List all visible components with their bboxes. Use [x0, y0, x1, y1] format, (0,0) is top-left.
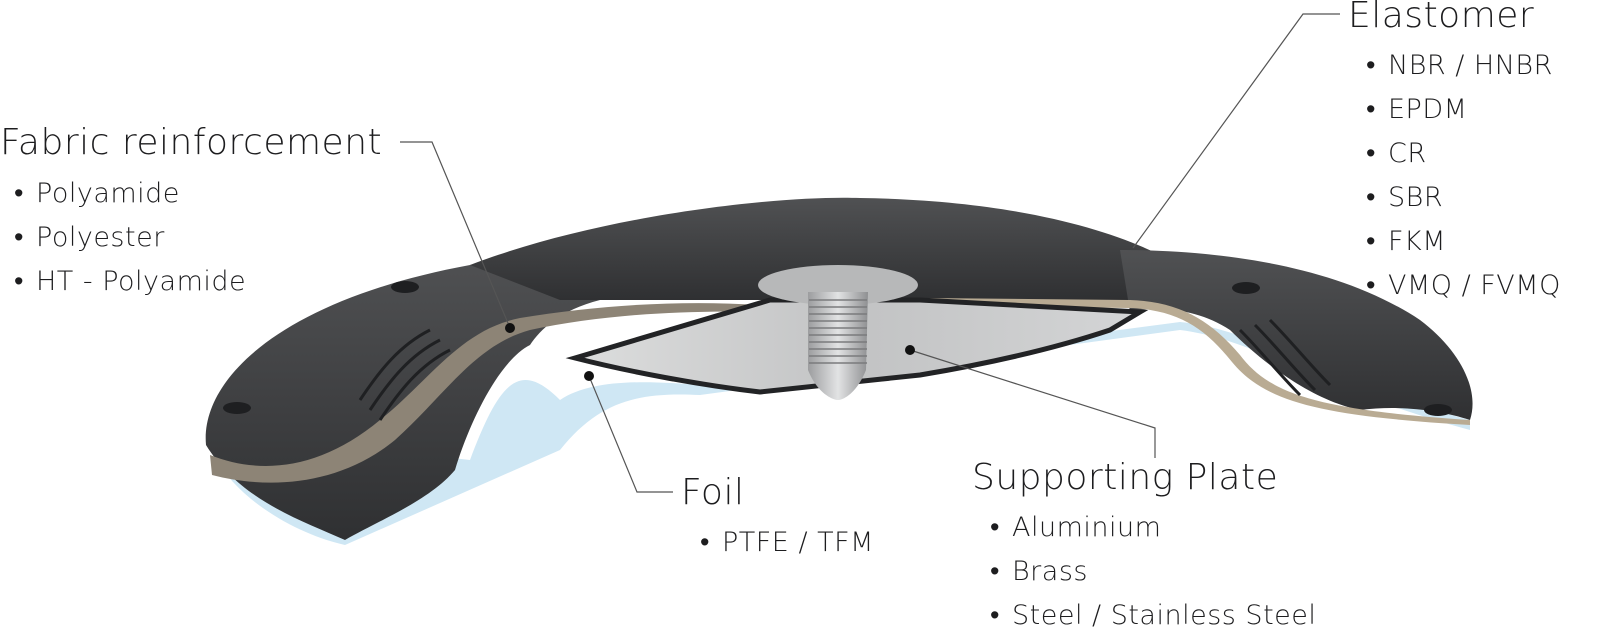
leader-foil [588, 375, 673, 493]
list-item: Brass [990, 550, 1316, 594]
list-item: HT - Polyamide [14, 260, 246, 304]
leader-fabric [400, 141, 511, 329]
list-item: CR [1366, 132, 1561, 176]
leader-lines [400, 13, 1340, 493]
foil-list: PTFE / TFM [700, 521, 874, 565]
mounting-hole-left-bottom [223, 402, 251, 414]
fabric-layer-left [210, 303, 760, 483]
elastomer-list: NBR / HNBR EPDM CR SBR FKM VMQ / FVMQ [1366, 44, 1561, 308]
list-item: VMQ / FVMQ [1366, 264, 1561, 308]
screw-threads [809, 299, 867, 364]
list-item: FKM [1366, 220, 1561, 264]
list-item: Aluminium [990, 506, 1316, 550]
marker-fabric [505, 323, 515, 333]
convolution-ridges [358, 318, 1332, 421]
mounting-hole-left-top [391, 281, 419, 293]
marker-plate [905, 345, 915, 355]
fabric-title: Fabric reinforcement [0, 122, 383, 163]
threaded-screw [808, 292, 868, 400]
mounting-hole-right-top [1232, 282, 1260, 294]
hub-top [758, 265, 918, 305]
elastomer-title: Elastomer [1348, 0, 1535, 36]
list-item: NBR / HNBR [1366, 44, 1561, 88]
list-item: Steel / Stainless Steel [990, 594, 1316, 638]
plate-list: Aluminium Brass Steel / Stainless Steel [990, 506, 1316, 638]
list-item: PTFE / TFM [700, 521, 874, 565]
plate-title: Supporting Plate [972, 457, 1279, 498]
right-wing [1120, 250, 1473, 420]
leader-elastomer [1132, 13, 1340, 249]
list-item: Polyamide [14, 172, 246, 216]
list-item: EPDM [1366, 88, 1561, 132]
foil-title: Foil [681, 472, 745, 513]
fabric-layer-right [925, 298, 1470, 425]
list-item: SBR [1366, 176, 1561, 220]
list-item: Polyester [14, 216, 246, 260]
mounting-hole-right-bottom [1424, 404, 1452, 416]
marker-foil [584, 371, 594, 381]
leader-plate [909, 349, 1156, 458]
fabric-list: Polyamide Polyester HT - Polyamide [14, 172, 246, 304]
dome-top [470, 197, 1160, 300]
